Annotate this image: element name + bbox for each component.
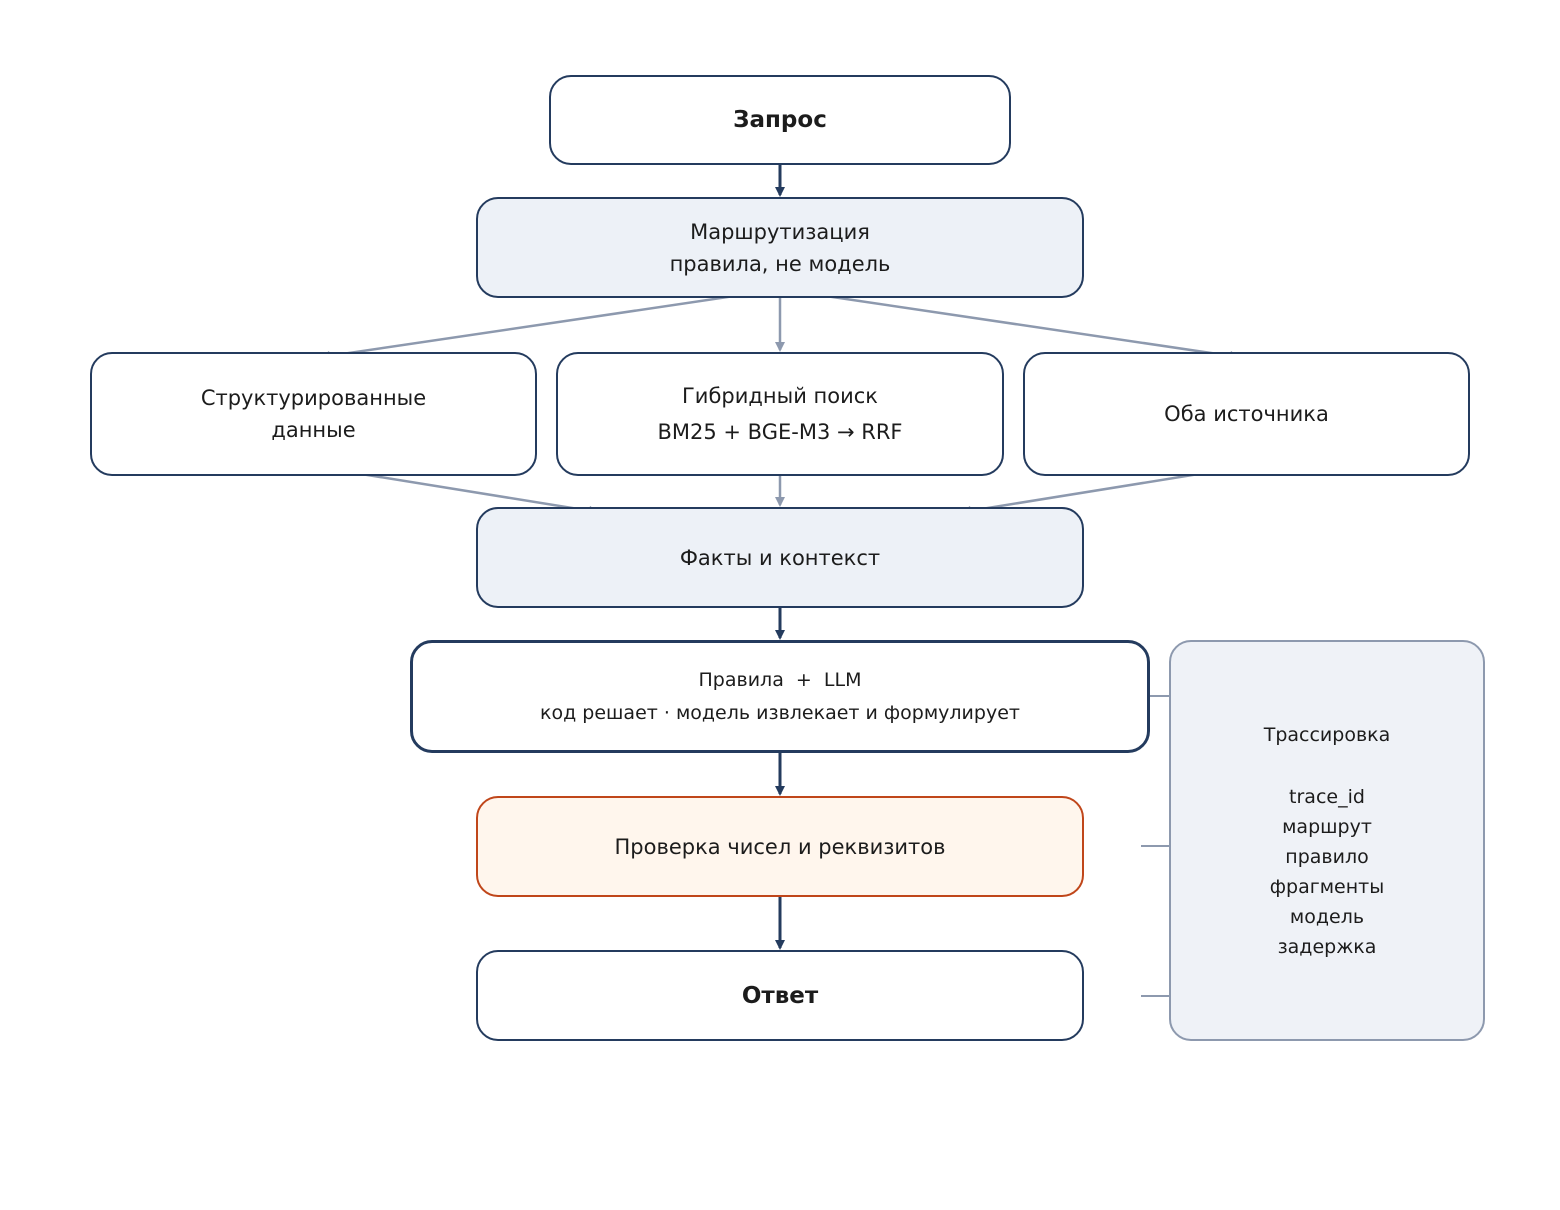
hybrid-search-node: Гибридный поиск BM25 + BGE-M3 → RRF [556,352,1004,476]
arrow-routing-structured [320,288,776,361]
request-node: Запрос [549,75,1011,165]
trace-item-latency: задержка [1277,936,1377,958]
both-sources-node: Оба источника [1023,352,1470,476]
answer-label: Ответ [741,982,819,1009]
structured-line1: Структурированные [200,386,427,410]
rules-llm-line2: код решает · модель извлекает и формулир… [540,702,1020,724]
hybrid-line1: Гибридный поиск [682,384,878,408]
facts-context-node: Факты и контекст [476,507,1084,608]
tracing-title: Трассировка [1263,724,1391,746]
both-label: Оба источника [1164,402,1329,426]
hybrid-line2: BM25 + BGE-M3 → RRF [657,420,903,444]
routing-title: Маршрутизация [690,219,870,244]
trace-item-fragments: фрагменты [1269,876,1385,898]
arrow-routing-both [784,288,1240,361]
validation-node: Проверка чисел и реквизитов [476,796,1084,897]
validation-label: Проверка чисел и реквизитов [614,834,946,859]
trace-item-route: маршрут [1282,816,1372,838]
rules-llm-line1: Правила + LLM [698,669,862,691]
rules-llm-node: Правила + LLM код решает · модель извлек… [410,640,1150,753]
trace-item-rule: правило [1285,846,1369,868]
request-label: Запрос [733,107,827,133]
tracing-panel: Трассировка trace_id маршрут правило фра… [1169,640,1485,1041]
answer-node: Ответ [476,950,1084,1041]
structured-line2: данные [271,418,356,442]
routing-node: Маршрутизация правила, не модель [476,197,1084,298]
trace-item-trace-id: trace_id [1289,786,1365,808]
routing-subtitle: правила, не модель [669,251,891,276]
facts-label: Факты и контекст [679,545,881,570]
structured-data-node: Структурированные данные [90,352,537,476]
trace-item-model: модель [1289,906,1365,928]
